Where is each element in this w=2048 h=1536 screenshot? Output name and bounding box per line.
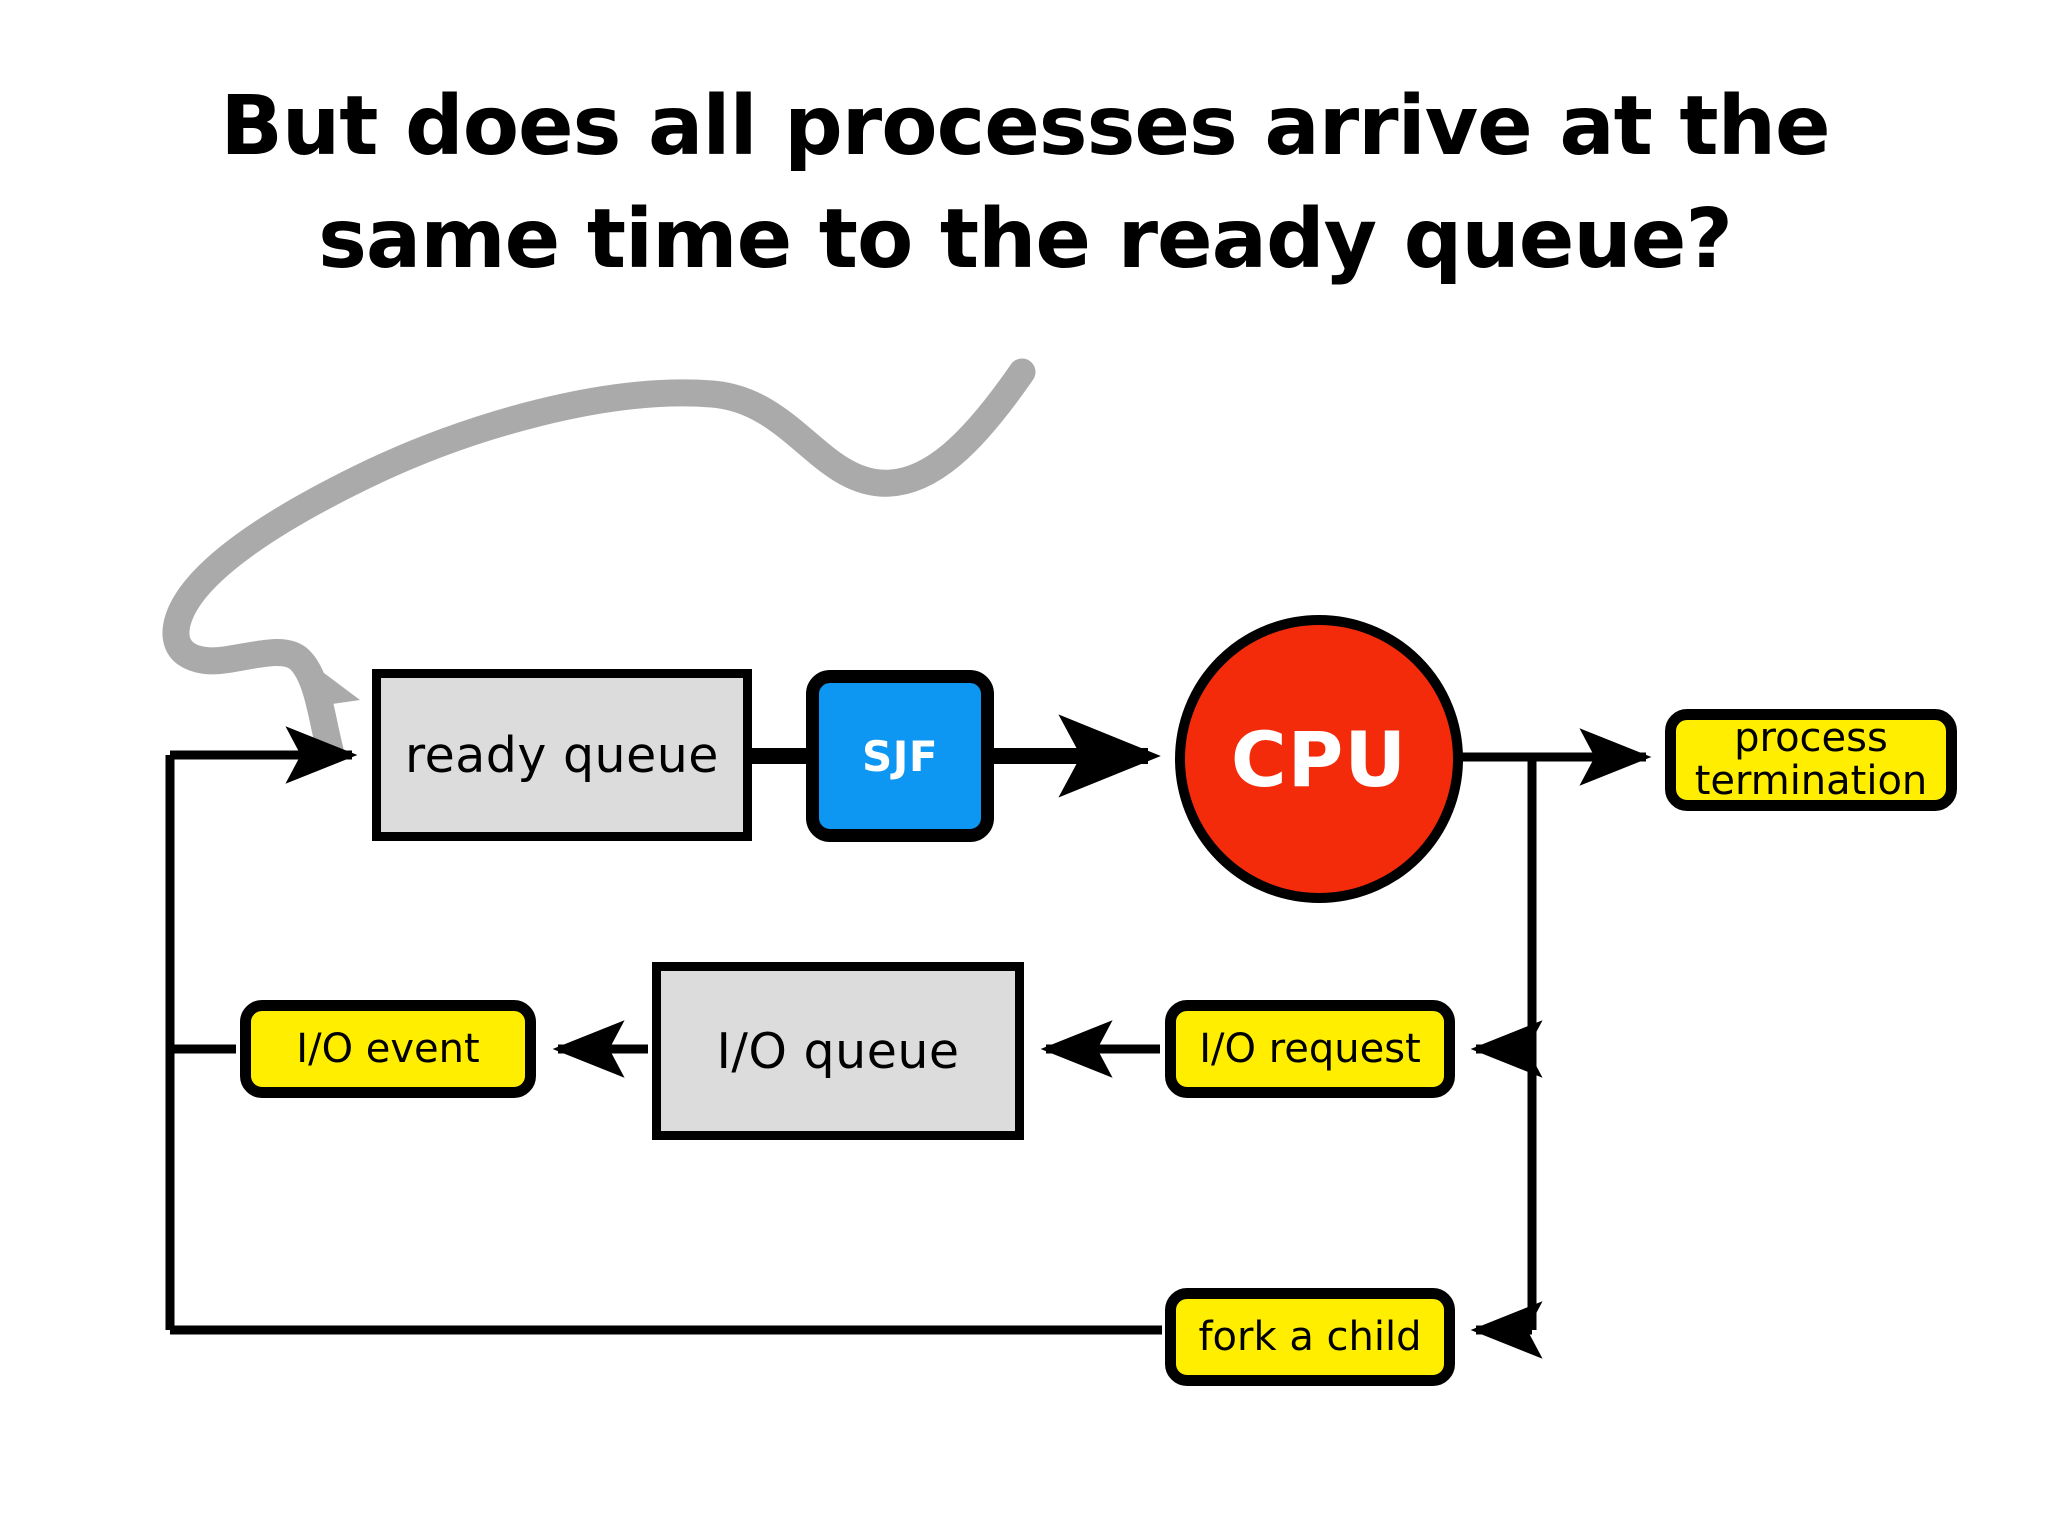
hand-drawn-curved-pointer-icon bbox=[162, 358, 1036, 764]
node-cpu[interactable]: CPU bbox=[1175, 615, 1463, 903]
node-fork-a-child[interactable]: fork a child bbox=[1165, 1288, 1455, 1386]
node-io-event[interactable]: I/O event bbox=[240, 1000, 536, 1098]
node-process-termination[interactable]: process termination bbox=[1665, 709, 1957, 811]
node-ready-queue[interactable]: ready queue bbox=[372, 669, 752, 841]
node-sjf-scheduler[interactable]: SJF bbox=[806, 670, 994, 842]
node-io-queue[interactable]: I/O queue bbox=[652, 962, 1024, 1140]
page-title: But does all processes arrive at the sam… bbox=[220, 79, 1830, 288]
node-io-request[interactable]: I/O request bbox=[1165, 1000, 1455, 1098]
